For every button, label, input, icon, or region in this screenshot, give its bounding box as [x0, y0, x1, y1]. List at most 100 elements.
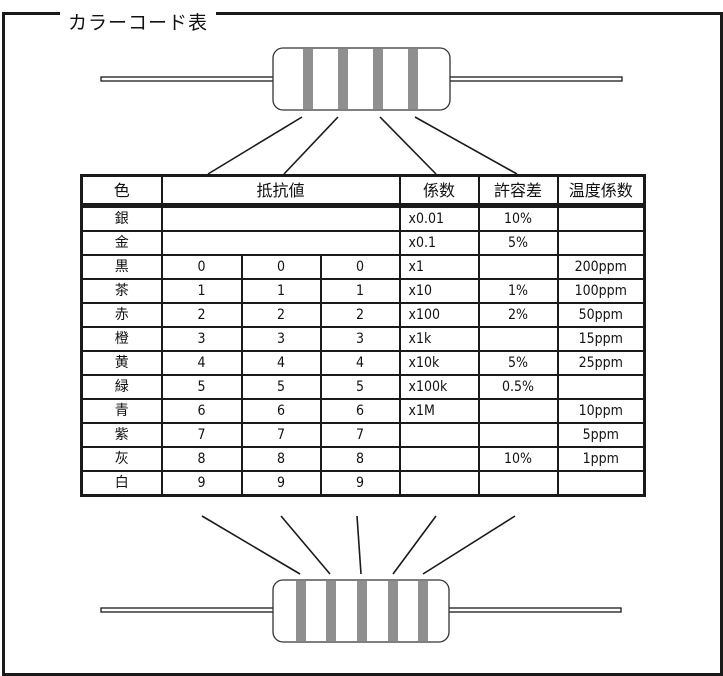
table-row: 銀 x0.01 10%	[80, 204, 646, 232]
color-name: 白	[80, 470, 163, 497]
digit-2: 7	[240, 422, 322, 448]
bottom-band-3	[357, 581, 367, 641]
top-connector-lines	[207, 116, 518, 175]
color-code-table: 色 抵抗値 係数 許容差 温度係数 銀 x0.01 10% 金 x0.1 5% …	[80, 174, 646, 497]
bottom-band-4	[388, 581, 398, 641]
color-name: 銀	[80, 204, 163, 232]
tempco: 10ppm	[556, 398, 646, 424]
tolerance	[477, 254, 559, 280]
multiplier: x10	[398, 278, 480, 304]
digit-3: 8	[319, 446, 401, 472]
digit-1: 7	[160, 422, 243, 448]
tempco: 5ppm	[556, 422, 646, 448]
multiplier	[398, 422, 480, 448]
digit-2: 4	[240, 350, 322, 376]
color-name: 黄	[80, 350, 163, 376]
header-tempco: 温度係数	[556, 174, 646, 208]
bottom-connector-lines	[201, 515, 516, 575]
color-name: 橙	[80, 326, 163, 352]
table-row: 黄 4 4 4 x10k 5% 25ppm	[80, 350, 646, 376]
table-row: 赤 2 2 2 x100 2% 50ppm	[80, 302, 646, 328]
digit-1: 4	[160, 350, 243, 376]
table-header-row: 色 抵抗値 係数 許容差 温度係数	[80, 174, 646, 208]
table-row: 緑 5 5 5 x100k 0.5%	[80, 374, 646, 400]
table-row: 白 9 9 9	[80, 470, 646, 497]
color-name: 緑	[80, 374, 163, 400]
multiplier: x100	[398, 302, 480, 328]
top-band-3	[373, 49, 383, 109]
digit-1: 1	[160, 278, 243, 304]
bottom-band-2	[326, 581, 336, 641]
digit-1: 6	[160, 398, 243, 424]
table-row: 青 6 6 6 x1M 10ppm	[80, 398, 646, 424]
digit-1: 0	[160, 254, 243, 280]
resistance-digits	[160, 204, 401, 232]
color-name: 灰	[80, 446, 163, 472]
digit-3: 6	[319, 398, 401, 424]
top-band-1	[303, 49, 313, 109]
tempco	[556, 204, 646, 232]
digit-3: 1	[319, 278, 401, 304]
digit-1: 3	[160, 326, 243, 352]
tolerance	[477, 398, 559, 424]
top-band-2	[338, 49, 348, 109]
tolerance	[477, 326, 559, 352]
top-band-4	[408, 49, 418, 109]
header-tolerance: 許容差	[477, 174, 559, 208]
tempco: 50ppm	[556, 302, 646, 328]
digit-3: 0	[319, 254, 401, 280]
multiplier	[398, 470, 480, 497]
tolerance: 1%	[477, 278, 559, 304]
table-row: 金 x0.1 5%	[80, 230, 646, 256]
bottom-resistor-5-band	[100, 579, 622, 643]
table-row: 橙 3 3 3 x1k 15ppm	[80, 326, 646, 352]
multiplier: x1M	[398, 398, 480, 424]
header-resistance: 抵抗値	[160, 174, 401, 208]
color-name: 紫	[80, 422, 163, 448]
tolerance: 2%	[477, 302, 559, 328]
tolerance	[477, 422, 559, 448]
tolerance: 10%	[477, 446, 559, 472]
top-resistor-4-band	[100, 47, 623, 111]
multiplier	[398, 446, 480, 472]
tempco: 200ppm	[556, 254, 646, 280]
digit-2: 0	[240, 254, 322, 280]
digit-3: 5	[319, 374, 401, 400]
multiplier: x100k	[398, 374, 480, 400]
table-row: 茶 1 1 1 x10 1% 100ppm	[80, 278, 646, 304]
table-row: 黒 0 0 0 x1 200ppm	[80, 254, 646, 280]
tolerance: 5%	[477, 350, 559, 376]
tempco	[556, 374, 646, 400]
multiplier: x0.1	[398, 230, 480, 256]
table-row: 紫 7 7 7 5ppm	[80, 422, 646, 448]
bottom-band-5	[418, 581, 428, 641]
tempco: 100ppm	[556, 278, 646, 304]
multiplier: x0.01	[398, 204, 480, 232]
frame-title: カラーコード表	[60, 11, 217, 35]
multiplier: x1	[398, 254, 480, 280]
digit-3: 4	[319, 350, 401, 376]
digit-2: 6	[240, 398, 322, 424]
tolerance	[477, 470, 559, 497]
digit-2: 8	[240, 446, 322, 472]
digit-2: 3	[240, 326, 322, 352]
table-row: 灰 8 8 8 10% 1ppm	[80, 446, 646, 472]
digit-3: 9	[319, 470, 401, 497]
digit-3: 2	[319, 302, 401, 328]
top-resistor-body	[272, 47, 451, 111]
digit-1: 2	[160, 302, 243, 328]
digit-1: 5	[160, 374, 243, 400]
digit-3: 3	[319, 326, 401, 352]
digit-2: 5	[240, 374, 322, 400]
digit-1: 8	[160, 446, 243, 472]
color-code-frame: カラーコード表	[2, 11, 723, 676]
bottom-band-1	[296, 581, 306, 641]
tolerance: 10%	[477, 204, 559, 232]
multiplier: x1k	[398, 326, 480, 352]
tempco	[556, 230, 646, 256]
tolerance: 0.5%	[477, 374, 559, 400]
digit-2: 2	[240, 302, 322, 328]
multiplier: x10k	[398, 350, 480, 376]
tempco: 1ppm	[556, 446, 646, 472]
